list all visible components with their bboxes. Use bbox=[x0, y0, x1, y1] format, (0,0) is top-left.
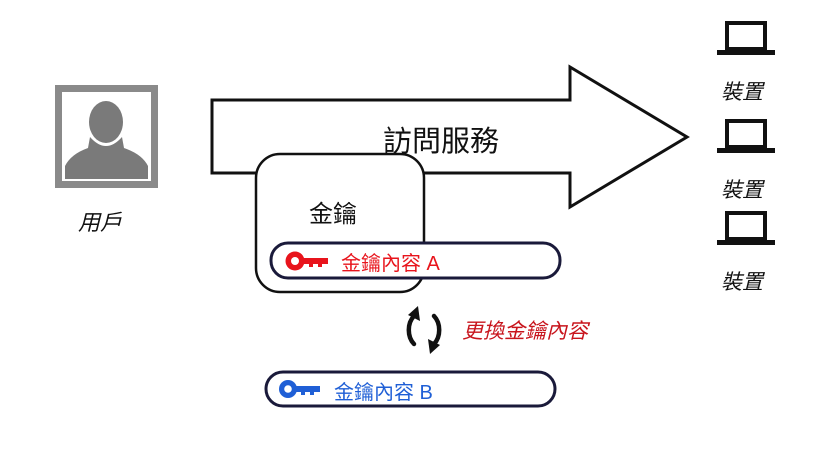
device-label: 裝置 bbox=[721, 179, 763, 202]
key-content-b-label: 金鑰內容 B bbox=[334, 382, 433, 404]
user-label: 用戶 bbox=[78, 210, 123, 235]
key-icon bbox=[285, 251, 328, 271]
laptop-icon bbox=[717, 211, 775, 245]
laptop-icon bbox=[717, 119, 775, 153]
rotation-label: 更換金鑰內容 bbox=[462, 320, 588, 343]
laptop-icon bbox=[717, 21, 775, 55]
device-label: 裝置 bbox=[721, 81, 763, 104]
key-icon bbox=[279, 380, 320, 398]
user-silhouette-icon bbox=[55, 85, 158, 188]
key-content-a-label: 金鑰內容 A bbox=[341, 253, 440, 275]
key-box-label: 金鑰 bbox=[309, 201, 357, 228]
device-label: 裝置 bbox=[721, 271, 763, 294]
key-content-b-pill bbox=[264, 370, 557, 408]
service-label: 訪問服務 bbox=[383, 126, 500, 158]
rotate-arrows-icon bbox=[406, 313, 442, 347]
key-content-a-pill bbox=[269, 241, 562, 280]
